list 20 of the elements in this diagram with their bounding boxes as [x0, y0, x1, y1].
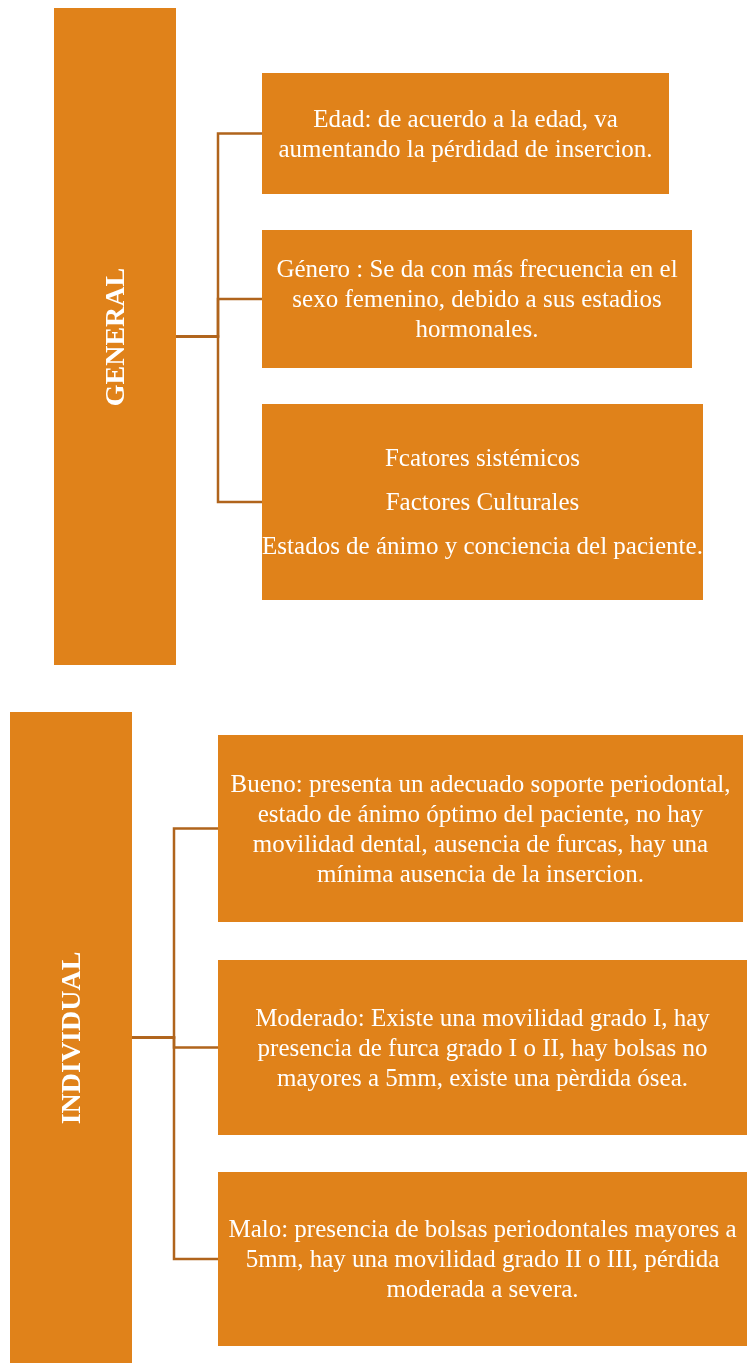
description-text: Estados de ánimo y conciencia del paciente. — [262, 531, 703, 561]
connector-line — [176, 335, 262, 504]
description-box — [262, 404, 703, 600]
description-box — [218, 1172, 747, 1346]
description-text: Género : Se da con más frecuencia en el sexo femenino, debido a sus estadios hormonales. — [275, 254, 679, 344]
description-text: Bueno: presenta un adecuado soporte periodontal, estado de ánimo óptimo del paciente, no hay movilidad dental, ausencia de furcas, hay una mínima ausencia de la insercion. — [229, 768, 732, 889]
description-text: Edad: de acuerdo a la edad, va aumentando la pérdidad de insercion. — [277, 103, 654, 164]
category-label: INDIVIDUAL — [54, 951, 87, 1124]
description-text: Factores Culturales — [385, 487, 580, 517]
description-text: Malo: presencia de bolsas periodontales mayores a 5mm, hay una movilidad grado II o III, pérdida moderada a severa. — [227, 1214, 738, 1304]
category-bar — [10, 712, 132, 1363]
description-box — [218, 735, 743, 922]
description-box — [218, 960, 747, 1135]
description-box — [262, 73, 669, 194]
connector-line — [132, 1036, 218, 1261]
category-label: GENERAL — [98, 267, 131, 406]
category-bar — [54, 8, 176, 665]
description-text: Fcatores sistémicos — [384, 443, 581, 473]
description-box — [262, 230, 692, 368]
description-text: Moderado: Existe una movilidad grado I, hay presencia de furca grado I o II, hay bolsas no mayores a 5mm, existe una pèrdida ósea. — [254, 1002, 711, 1093]
